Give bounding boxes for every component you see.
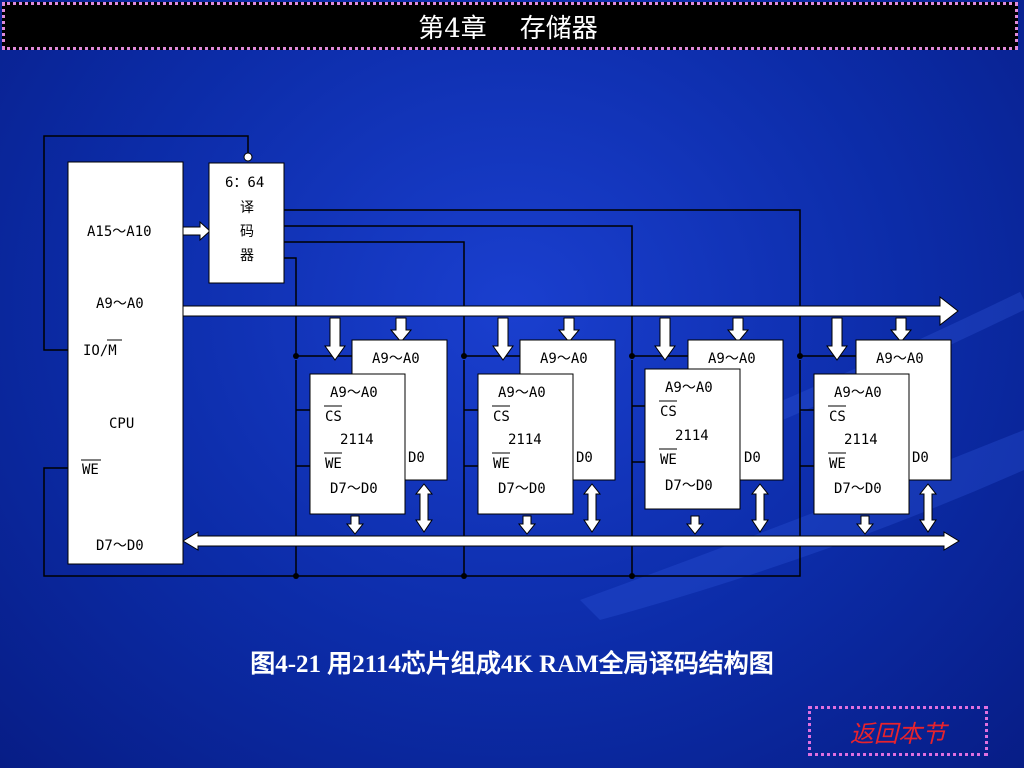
chip2-back-data: D0 xyxy=(576,450,593,466)
chip4-cs: CS xyxy=(829,409,846,425)
data-bus xyxy=(182,531,960,551)
junction-dots xyxy=(293,353,803,579)
figure-caption: 图4-21 用2114芯片组成4K RAM全局译码结构图 xyxy=(250,651,774,678)
chip4-model: 2114 xyxy=(844,432,878,448)
cpu-we-label: WE xyxy=(82,462,99,478)
decoder-block xyxy=(208,162,285,284)
chip4-we: WE xyxy=(829,456,846,472)
chip-group-2: A9～A0 D0 A9～A0 CS 2114 WE D7～D0 xyxy=(477,317,616,535)
chip2-model: 2114 xyxy=(508,432,542,448)
page-title: 第4章 存储器 xyxy=(418,13,598,44)
cpu-name-label: CPU xyxy=(109,416,134,432)
chip4-back-data: D0 xyxy=(912,450,929,466)
chip4-back-addr: A9～A0 xyxy=(876,351,924,367)
address-bus xyxy=(182,295,959,327)
chip1-we: WE xyxy=(325,456,342,472)
chip2-addr: A9～A0 xyxy=(498,385,546,401)
decoder-label-1: 6：64 xyxy=(225,175,264,191)
chip3-cs: CS xyxy=(660,404,677,420)
chip1-back-addr: A9～A0 xyxy=(372,351,420,367)
chip2-cs: CS xyxy=(493,409,510,425)
cpu-data-label: D7～D0 xyxy=(96,538,144,554)
cpu-addr-high-label: A15～A10 xyxy=(87,224,152,240)
chip-group-4: A9～A0 D0 A9～A0 CS 2114 WE D7～D0 xyxy=(813,317,952,535)
chip-group-1: A9～A0 D0 A9～A0 CS 2114 WE D7～D0 xyxy=(309,317,448,535)
chip1-data: D7～D0 xyxy=(330,481,378,497)
cpu-block xyxy=(67,161,184,565)
chip-group-3: A9～A0 D0 A9～A0 CS 2114 WE D7～D0 xyxy=(644,317,784,535)
decoder-enable-pin xyxy=(243,152,253,162)
title-bar xyxy=(2,2,1018,50)
chip3-back-addr: A9～A0 xyxy=(708,351,756,367)
chip1-cs: CS xyxy=(325,409,342,425)
chip1-addr: A9～A0 xyxy=(330,385,378,401)
chip4-addr: A9～A0 xyxy=(834,385,882,401)
chip2-we: WE xyxy=(493,456,510,472)
chip4-data: D7～D0 xyxy=(834,481,882,497)
chip3-model: 2114 xyxy=(675,428,709,444)
chip3-we: WE xyxy=(660,452,677,468)
chip1-model: 2114 xyxy=(340,432,374,448)
decoder-label-2: 译 xyxy=(240,200,254,216)
decoder-label-3: 码 xyxy=(240,224,254,240)
cpu-iom-label: IO/M xyxy=(83,343,117,359)
chip3-back-data: D0 xyxy=(744,450,761,466)
chip3-data: D7～D0 xyxy=(665,478,713,494)
chip2-data: D7～D0 xyxy=(498,481,546,497)
chip2-back-addr: A9～A0 xyxy=(540,351,588,367)
cpu-addr-low-label: A9～A0 xyxy=(96,296,144,312)
chip1-back-data: D0 xyxy=(408,450,425,466)
high-address-arrow xyxy=(182,220,211,242)
chip3-addr: A9～A0 xyxy=(665,380,713,396)
decoder-label-4: 器 xyxy=(240,248,254,264)
back-to-section-button[interactable]: 返回本节 xyxy=(808,706,988,756)
